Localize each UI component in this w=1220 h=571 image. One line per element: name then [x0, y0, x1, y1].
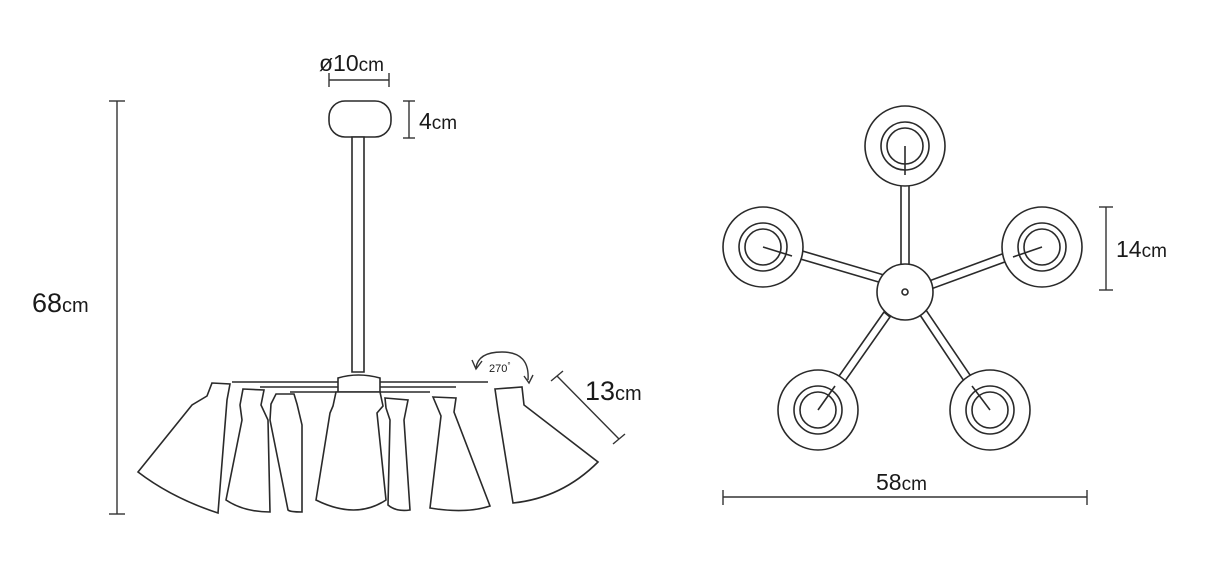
rotation-indicator: 270°: [471, 351, 534, 385]
shade-diameter-unit: cm: [1142, 241, 1167, 262]
shade-diameter-value: 14: [1116, 236, 1142, 262]
total-height-unit: cm: [62, 295, 89, 317]
shade-length-value: 13: [585, 376, 615, 406]
total-width-label: 58cm: [876, 469, 927, 495]
canopy-diameter-value: ø10: [319, 50, 359, 76]
top-shade-left: [722, 206, 804, 288]
shade-far-left: [136, 382, 231, 515]
top-shade-bottom-left: [777, 369, 859, 451]
shade-left: [225, 388, 271, 513]
shade-left-center: [269, 393, 303, 513]
top-view-hub: [876, 263, 934, 321]
canopy-height-value: 4: [419, 108, 432, 134]
canopy-diameter-label: ø10cm: [319, 50, 384, 76]
top-shade-bottom-right: [949, 369, 1031, 451]
rotation-label: 270°: [489, 361, 511, 375]
top-view: 14cm 58cm: [722, 105, 1167, 505]
total-height-value: 68: [32, 288, 62, 318]
total-height-label: 68cm: [32, 288, 89, 318]
side-view: ø10cm 4cm: [32, 50, 642, 515]
down-rod: [351, 136, 365, 373]
shade-right-center: [384, 397, 411, 512]
top-shade-right: [1001, 206, 1083, 288]
shade-diameter-label: 14cm: [1116, 236, 1167, 262]
rotation-unit: °: [507, 361, 510, 370]
side-arms: [232, 381, 488, 393]
shade-length-label: 13cm: [585, 376, 642, 406]
shade-right: [429, 396, 492, 512]
canopy-diameter-dimension: ø10cm: [319, 50, 390, 87]
shade-length-dimension: 13cm: [550, 370, 642, 445]
canopy-height-dimension: 4cm: [403, 100, 457, 139]
total-width-value: 58: [876, 469, 902, 495]
side-view-shades: [136, 382, 600, 515]
top-shade-top: [864, 105, 946, 187]
total-width-dimension: 58cm: [722, 469, 1088, 505]
center-hub: [337, 374, 381, 393]
shade-length-unit: cm: [615, 383, 642, 405]
top-view-hub-center: [901, 288, 909, 296]
rotation-value: 270: [489, 363, 507, 375]
total-width-unit: cm: [902, 474, 927, 495]
canopy-diameter-unit: cm: [359, 55, 384, 76]
shade-far-right: [494, 386, 600, 504]
ceiling-canopy: [328, 100, 392, 138]
canopy-height-label: 4cm: [419, 108, 457, 134]
canopy-height-unit: cm: [432, 113, 457, 134]
total-height-dimension: 68cm: [32, 100, 125, 515]
shade-center: [315, 391, 387, 511]
shade-diameter-dimension: 14cm: [1099, 206, 1167, 291]
